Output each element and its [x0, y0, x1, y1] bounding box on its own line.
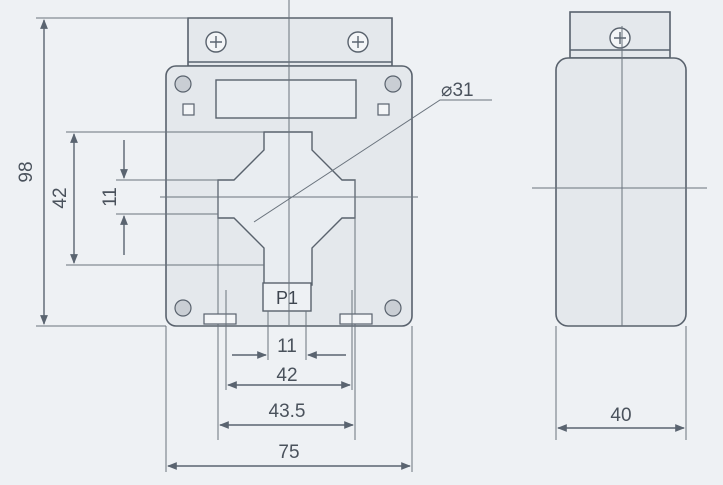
side-view: 40: [532, 11, 707, 440]
dim-depth-label: 40: [610, 405, 631, 426]
terminal-marking-label: P1: [276, 288, 298, 308]
dim-height-label: 98: [16, 161, 37, 182]
diameter-label: ⌀31: [441, 80, 474, 101]
dim-inner-width-label: 43.5: [269, 401, 306, 422]
dim-bar-width-label: 11: [277, 336, 297, 357]
front-view: P1 98 42 11 ⌀31 11: [16, 0, 492, 472]
nameplate-window: [215, 79, 357, 119]
dim-bar-thickness-label: 11: [100, 187, 121, 207]
mark-square-left: [182, 103, 195, 116]
dim-window-height-label: 42: [50, 187, 71, 208]
dim-total-width-label: 75: [278, 442, 299, 463]
terminal-marking-box: [262, 282, 312, 312]
diameter-leader: [253, 99, 492, 223]
primary-window: [217, 131, 356, 286]
bottom-slot-right: [339, 313, 373, 325]
dim-window-width-label: 42: [276, 365, 297, 386]
side-housing-outline: [555, 57, 687, 327]
corner-screw-icon: [174, 75, 402, 317]
top-bracket: [187, 17, 393, 67]
mark-square-right: [377, 103, 390, 116]
bottom-slot-left: [203, 313, 237, 325]
